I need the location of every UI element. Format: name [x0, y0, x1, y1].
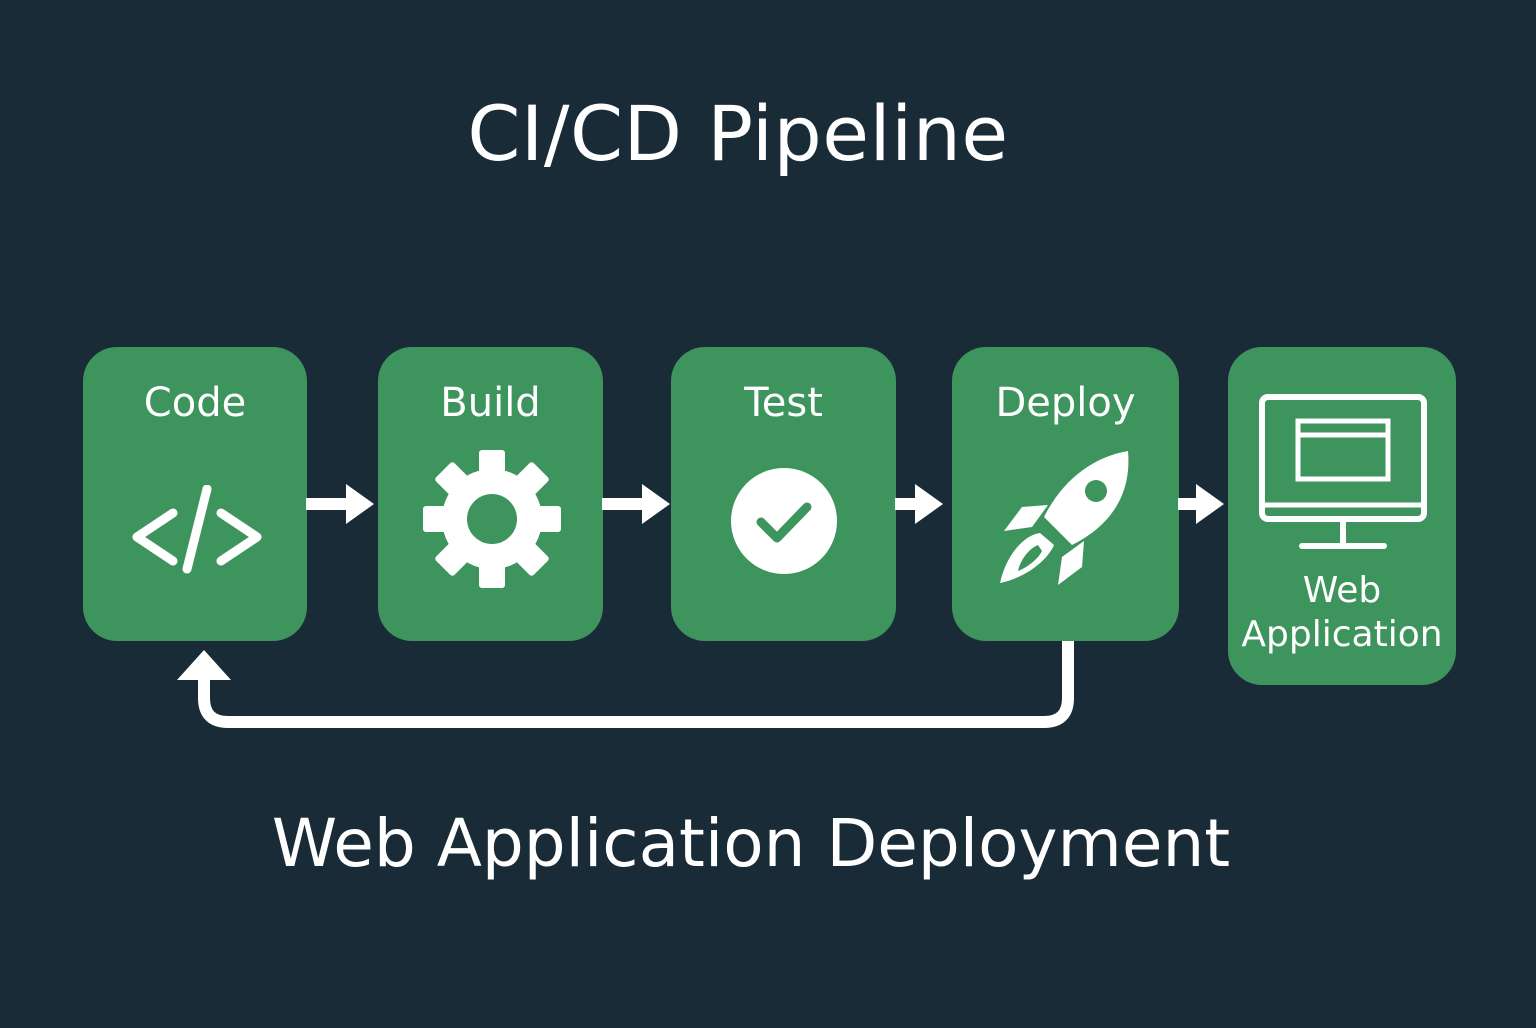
arrow-code-to-build [306, 482, 376, 526]
arrow-deploy-to-webapp [1178, 482, 1228, 526]
stage-code-label: Code [143, 380, 247, 426]
stage-code: Code [83, 347, 307, 641]
gear-icon [422, 449, 562, 589]
monitor-icon [1258, 393, 1428, 553]
stage-build-label: Build [440, 380, 541, 426]
stage-web-application-label: Web Application [1228, 569, 1456, 657]
code-icon [129, 485, 265, 585]
stage-test-label: Test [744, 380, 823, 426]
arrow-test-to-deploy [895, 482, 945, 526]
stage-web-application: Web Application [1228, 347, 1456, 685]
web-application-label-line1: Web [1302, 570, 1382, 611]
arrow-build-to-test [602, 482, 672, 526]
stage-test: Test [671, 347, 896, 641]
stage-build: Build [378, 347, 603, 641]
stage-deploy-label: Deploy [995, 380, 1136, 426]
diagram-title: CI/CD Pipeline [467, 89, 1009, 178]
web-application-label-line2: Application [1241, 613, 1443, 655]
diagram-subtitle: Web Application Deployment [271, 805, 1231, 882]
stage-deploy: Deploy [952, 347, 1179, 641]
check-circle-icon [730, 467, 838, 575]
rocket-icon [992, 447, 1142, 592]
